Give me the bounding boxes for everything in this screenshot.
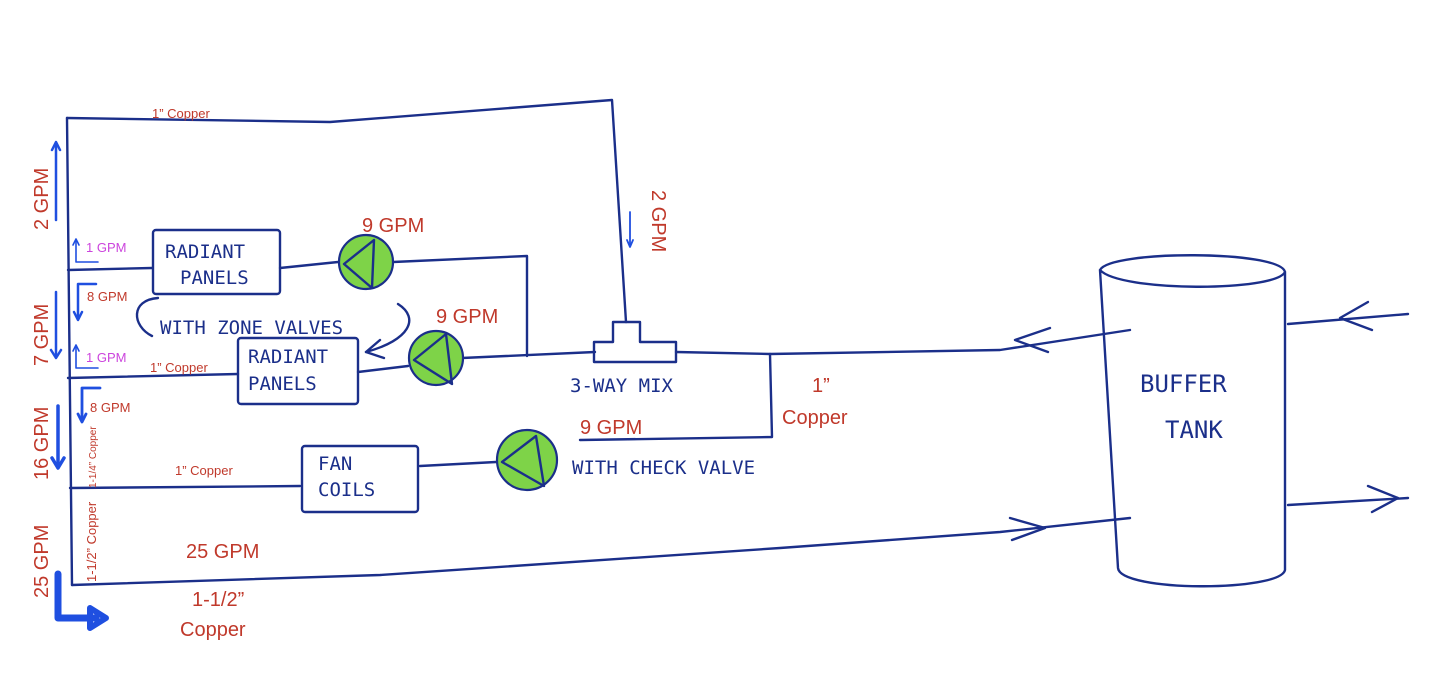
gpm-2-left-label: 2 GPM — [31, 168, 53, 230]
mix-supply-pipe — [674, 328, 1132, 356]
check-valve-label: WITH CHECK VALVE — [572, 457, 755, 479]
top-loop-pipe — [65, 98, 628, 324]
three-way-mix-label: 3-WAY MIX — [570, 375, 674, 397]
copper-1in-right-label-2: Copper — [782, 407, 848, 429]
zone-valves-bracket-right — [364, 302, 411, 354]
tank-inlet-pipe — [1286, 312, 1410, 326]
flow-arrow-16gpm-icon — [50, 404, 66, 470]
radiant-panels-bottom-label: RADIANT — [248, 346, 328, 368]
fan-coils-label-2: COILS — [318, 479, 375, 501]
radiant-panels-top-label: RADIANT — [165, 241, 245, 263]
gpm-25-main-label: 25 GPM — [186, 541, 259, 563]
pump-top — [337, 233, 395, 291]
buffer-tank — [1098, 254, 1287, 588]
flow-arrow-2gpm-up-icon — [50, 140, 62, 222]
flow-arrow-2gpm-down-icon — [626, 211, 634, 248]
branch-radiant-bottom-out-pipe — [356, 364, 410, 374]
buffer-tank-label: BUFFER — [1140, 370, 1227, 398]
return-flow-arrow — [1008, 516, 1047, 542]
gpm-7-label: 7 GPM — [31, 304, 53, 366]
gpm-9-top-label: 9 GPM — [362, 215, 424, 237]
fan-coils-label: FAN — [318, 453, 352, 475]
gpm-9-mid-label: 9 GPM — [436, 306, 498, 328]
copper-1in-right-label: 1” — [812, 375, 830, 397]
fan-coils-box — [300, 444, 420, 514]
copper-112-vert-label: 1-1/2” Copper — [84, 501, 99, 582]
copper-1in-top-label: 1” Copper — [152, 106, 210, 121]
three-way-mix-valve — [592, 320, 678, 364]
branch-radiant-top-return-pipe — [391, 254, 529, 358]
zone-valves-note: WITH ZONE VALVES — [160, 317, 343, 339]
buffer-tank-label-2: TANK — [1165, 416, 1223, 444]
branch-fan-coils-out-pipe — [418, 460, 498, 468]
mix-bypass-pipe — [578, 352, 774, 442]
branch-radiant-bottom-pipe — [66, 372, 240, 380]
gpm-16-label: 16 GPM — [31, 407, 53, 480]
flow-arrow-1gpm-bottom-icon — [72, 344, 99, 369]
pump-bottom — [495, 428, 559, 492]
gpm-8-top-label: 8 GPM — [87, 289, 127, 304]
branch-radiant-top-out-pipe — [278, 260, 340, 270]
gpm-25-left-label: 25 GPM — [31, 525, 53, 598]
gpm-1-top-label: 1 GPM — [86, 240, 126, 255]
radiant-panels-top-label-2: PANELS — [180, 267, 249, 289]
pump-middle — [407, 329, 465, 387]
copper-112-bottom-label: 1-1/2” — [192, 589, 244, 611]
gpm-2-right-label: 2 GPM — [647, 190, 669, 252]
gpm-8-bottom-label: 8 GPM — [90, 400, 130, 415]
flow-arrow-8gpm-top-icon — [72, 282, 98, 322]
tank-outlet-arrow — [1366, 484, 1400, 514]
tank-inlet-arrow — [1338, 300, 1374, 332]
copper-1in-fan-label: 1” Copper — [175, 463, 233, 478]
gpm-9-bottom-label: 9 GPM — [580, 417, 642, 439]
copper-112-bottom-label-2: Copper — [180, 619, 246, 641]
copper-1in-mid-label: 1” Copper — [150, 360, 208, 375]
gpm-1-bottom-label: 1 GPM — [86, 350, 126, 365]
supply-flow-arrow — [1013, 326, 1052, 354]
left-header-pipe — [65, 116, 74, 587]
branch-fan-coils-pipe — [68, 484, 302, 490]
tank-outlet-pipe — [1286, 496, 1410, 507]
branch-mix-pipe — [460, 350, 597, 360]
zone-valves-arrow-icon — [364, 338, 386, 360]
radiant-panels-bottom-box — [236, 336, 360, 406]
copper-114-label: 1-1/4” Copper — [88, 426, 99, 488]
flow-arrow-25gpm-icon — [54, 570, 109, 631]
flow-arrow-7gpm-icon — [49, 290, 63, 360]
branch-radiant-top-pipe — [66, 266, 154, 272]
radiant-panels-bottom-label-2: PANELS — [248, 373, 317, 395]
flow-arrow-8gpm-bottom-icon — [76, 386, 102, 424]
flow-arrow-1gpm-top-icon — [72, 238, 99, 263]
zone-valves-bracket-left — [135, 296, 160, 338]
radiant-panels-top-box — [151, 228, 282, 296]
